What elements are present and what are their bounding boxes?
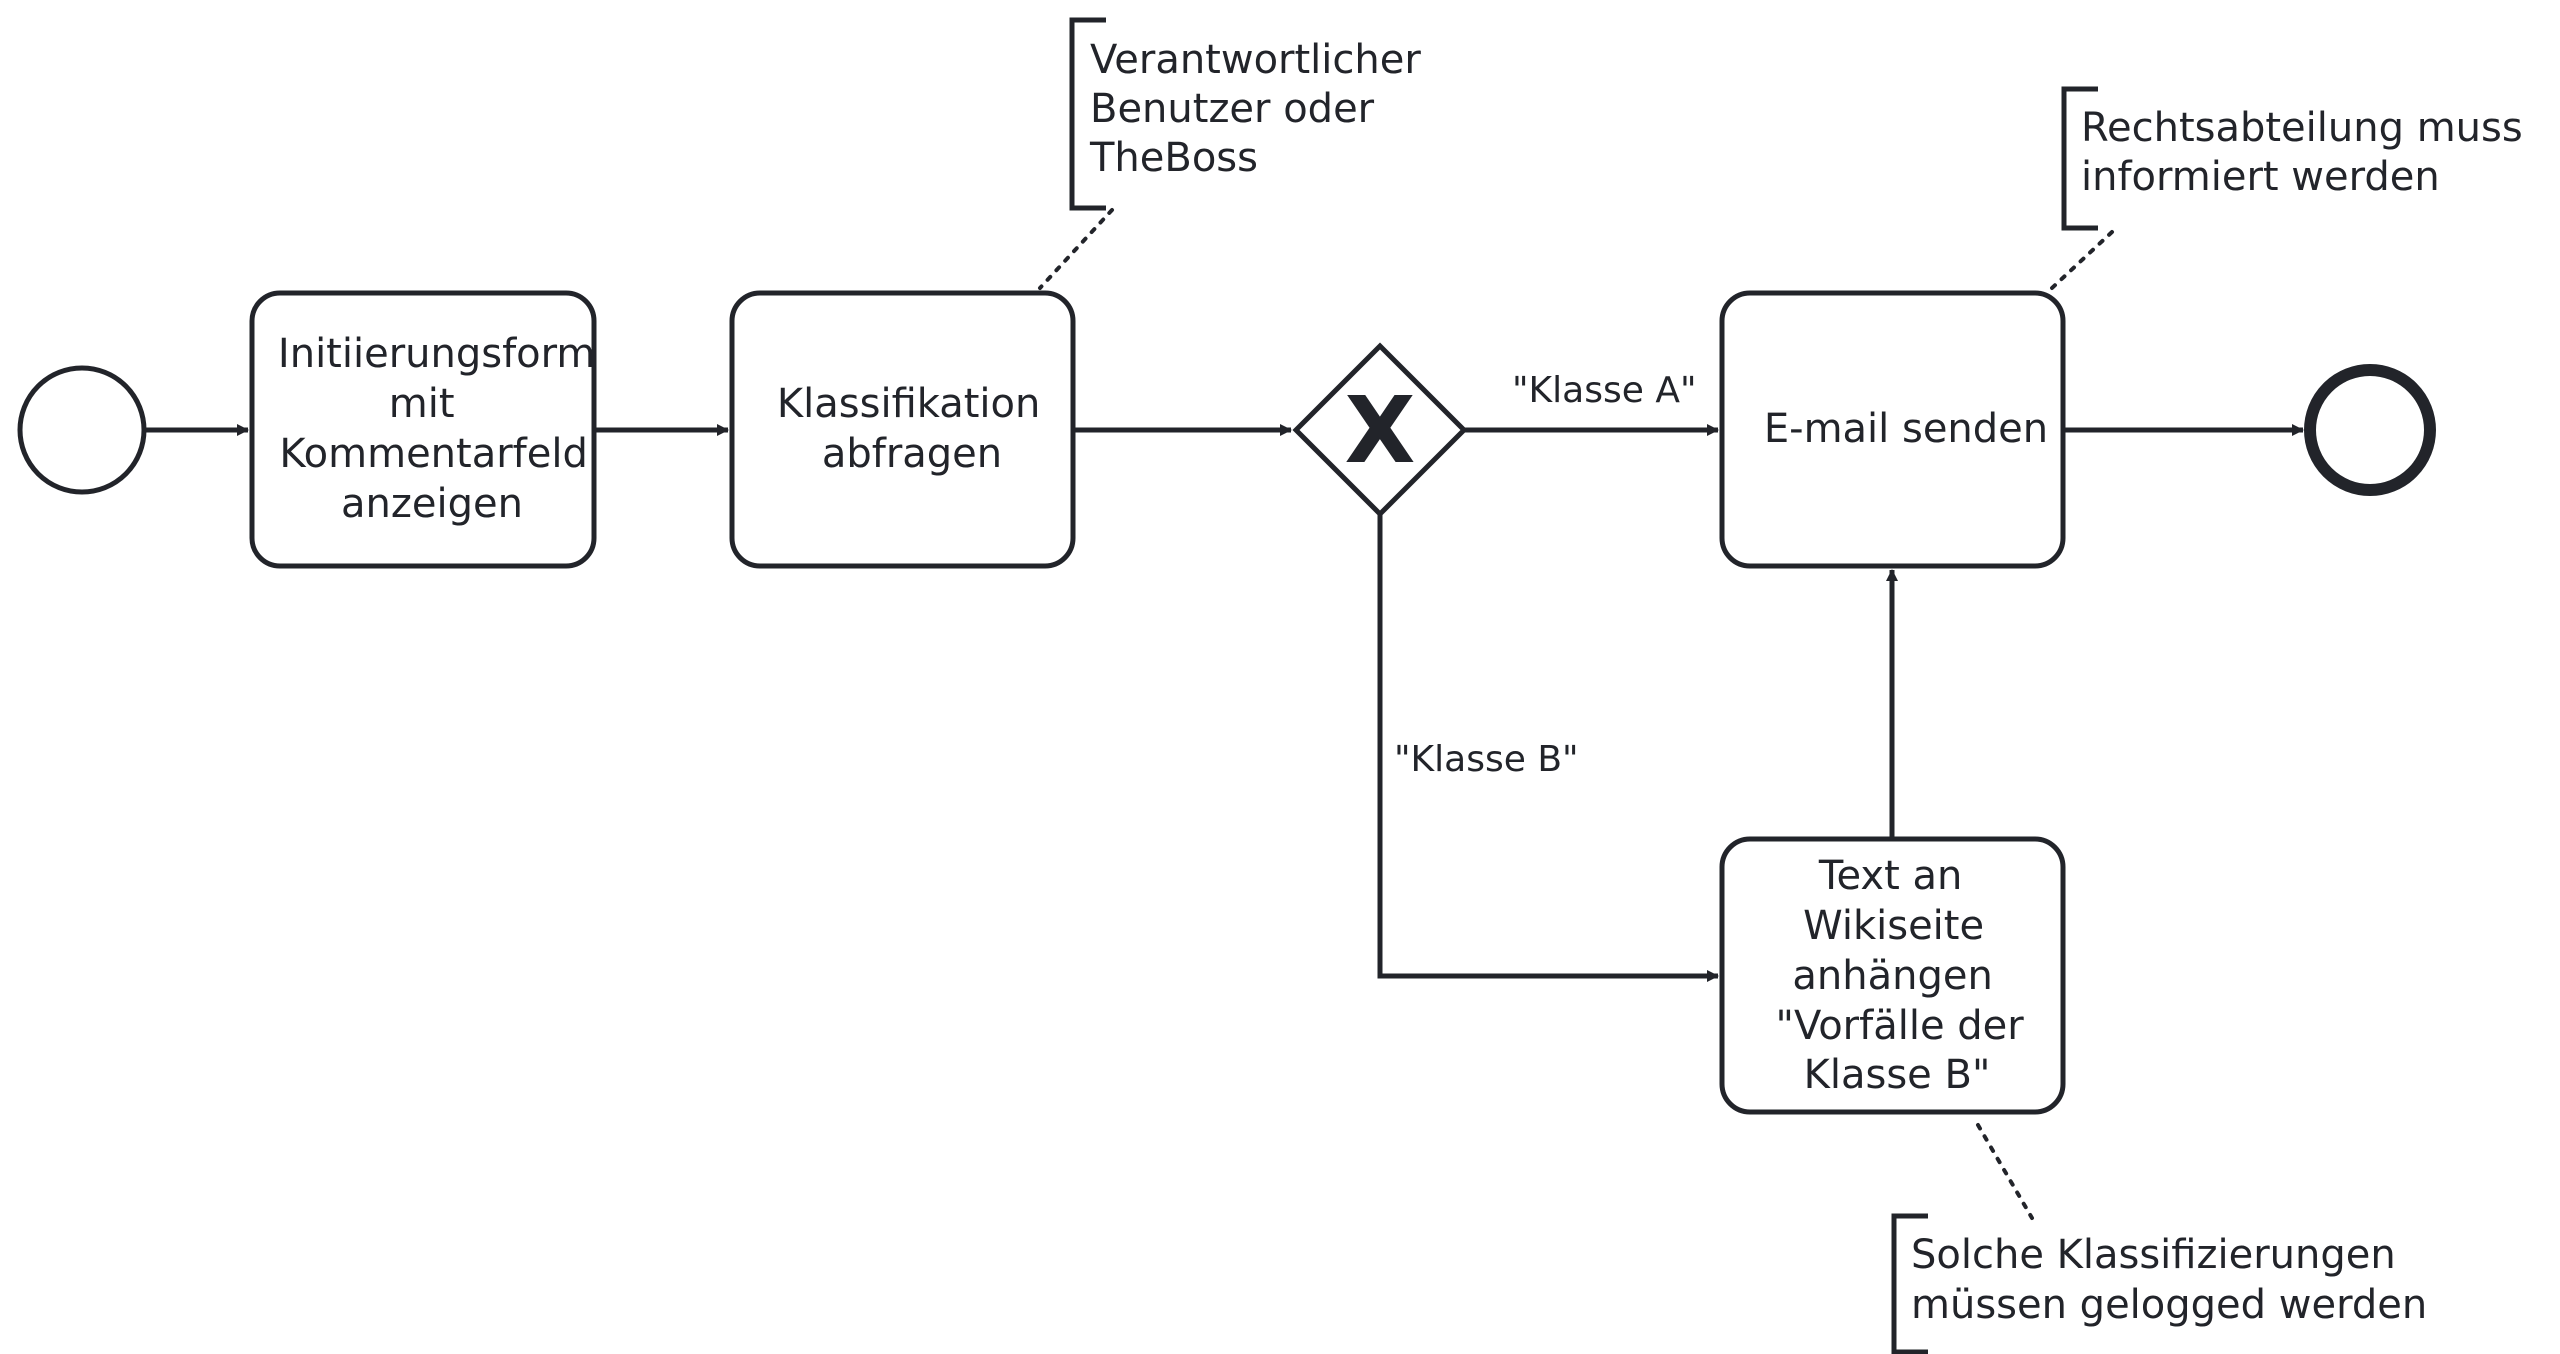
start-event[interactable] — [17, 365, 147, 495]
annotation-logging[interactable]: Solche Klassifizierungen müssen gelogged… — [1891, 1213, 2427, 1354]
association-wiki[interactable] — [1976, 1123, 2034, 1220]
task-initiation-form[interactable]: Initiierungsform mit Kommentarfeld anzei… — [249, 290, 608, 569]
flow-label-class-b: "Klasse B" — [1394, 739, 1579, 780]
task-initiation-form-label: Initiierungsform mit Kommentarfeld anzei… — [278, 331, 608, 527]
end-event[interactable] — [2304, 364, 2436, 496]
task-wiki[interactable]: Text an Wikiseite anhängen "Vorfälle der… — [1719, 836, 2066, 1115]
flow-gateway-to-wiki[interactable] — [1377, 514, 1719, 982]
annotation-legal-bracket — [2061, 86, 2098, 231]
annotation-logging-text: Solche Klassifizierungen müssen gelogged… — [1911, 1232, 2427, 1328]
task-email[interactable]: E-mail senden — [1719, 290, 2066, 569]
annotation-legal[interactable]: Rechtsabteilung muss informiert werden — [2061, 86, 2535, 231]
annotation-responsible-text: Verantwortlicher Benutzer oder TheBoss — [1089, 37, 1434, 181]
association-email[interactable] — [2050, 230, 2114, 290]
gateway-x-icon: X — [1345, 377, 1416, 484]
flow-label-class-a: "Klasse A" — [1512, 370, 1697, 411]
task-classification-label: Klassifikation abfragen — [777, 381, 1053, 477]
exclusive-gateway[interactable]: X — [1292, 342, 1468, 518]
task-wiki-label: Text an Wikiseite anhängen "Vorfälle der… — [1776, 853, 2037, 1098]
task-email-label: E-mail senden — [1764, 406, 2048, 452]
task-classification[interactable]: Klassifikation abfragen — [729, 290, 1076, 569]
association-classification[interactable] — [1038, 208, 1114, 290]
annotation-legal-text: Rechtsabteilung muss informiert werden — [2081, 105, 2535, 200]
annotation-logging-bracket — [1891, 1213, 1928, 1354]
annotation-responsible-bracket — [1069, 17, 1106, 211]
annotation-responsible[interactable]: Verantwortlicher Benutzer oder TheBoss — [1069, 17, 1434, 211]
